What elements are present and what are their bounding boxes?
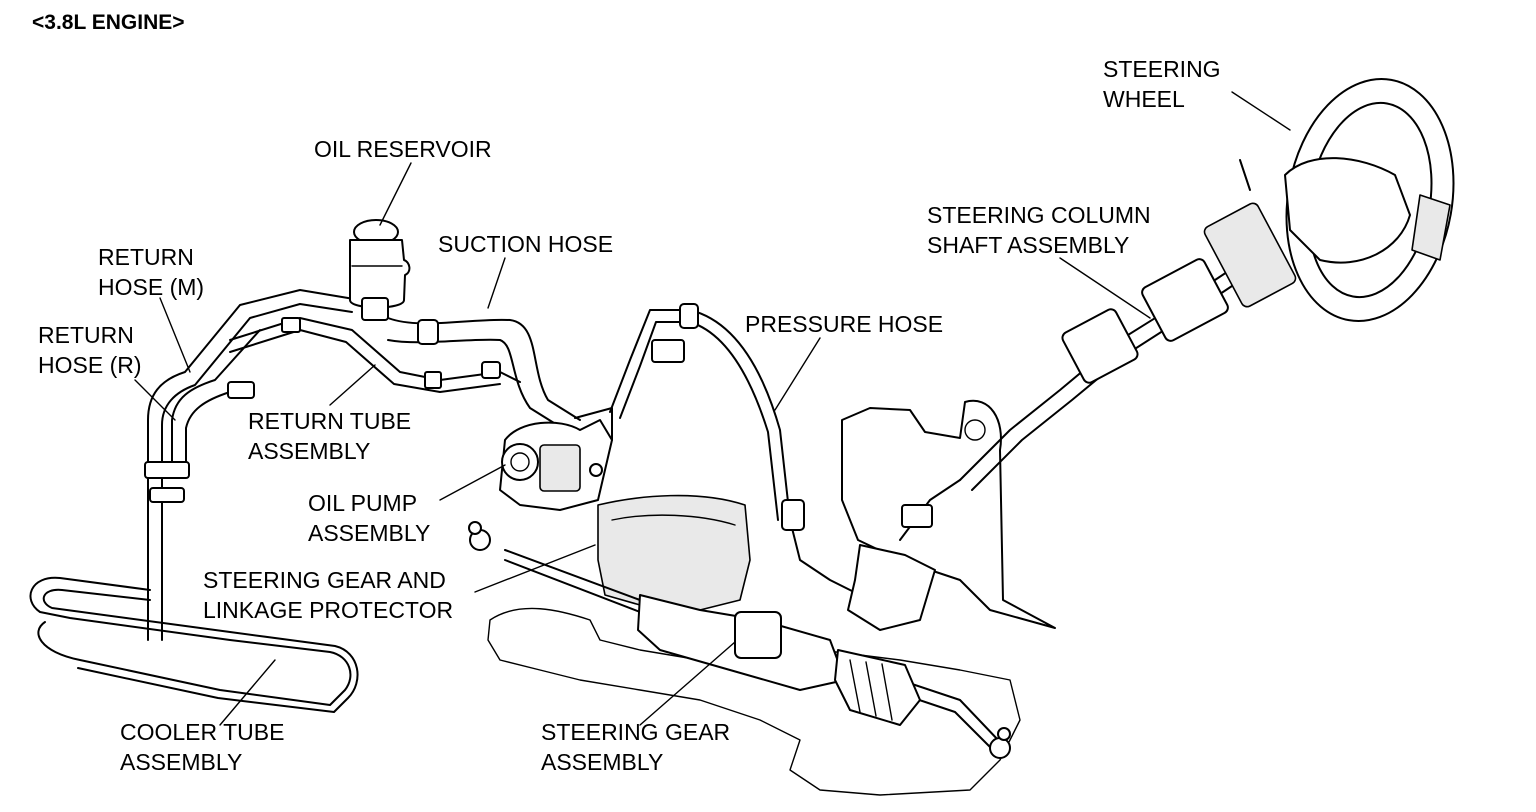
label-suction-hose: SUCTION HOSE [438, 231, 614, 257]
firewall-panel [841, 399, 1056, 629]
steering-wheel [1284, 78, 1455, 322]
diagram-title: <3.8L ENGINE> [32, 11, 185, 34]
label-pressure-hose: PRESSURE HOSE [745, 311, 944, 337]
return-hoses [144, 289, 361, 641]
steering-gear [468, 521, 1011, 759]
oil-pump [499, 407, 613, 511]
leader-lines [134, 91, 1291, 726]
steering-column [959, 159, 1297, 491]
oil-reservoir [349, 219, 411, 321]
pressure-hose [609, 303, 871, 601]
cooler-tube [29, 576, 359, 713]
column-boot [847, 544, 936, 631]
suction-hose [387, 317, 581, 429]
return-tube [229, 317, 521, 383]
label-oil-reservoir: OIL RESERVOIR [314, 136, 492, 162]
